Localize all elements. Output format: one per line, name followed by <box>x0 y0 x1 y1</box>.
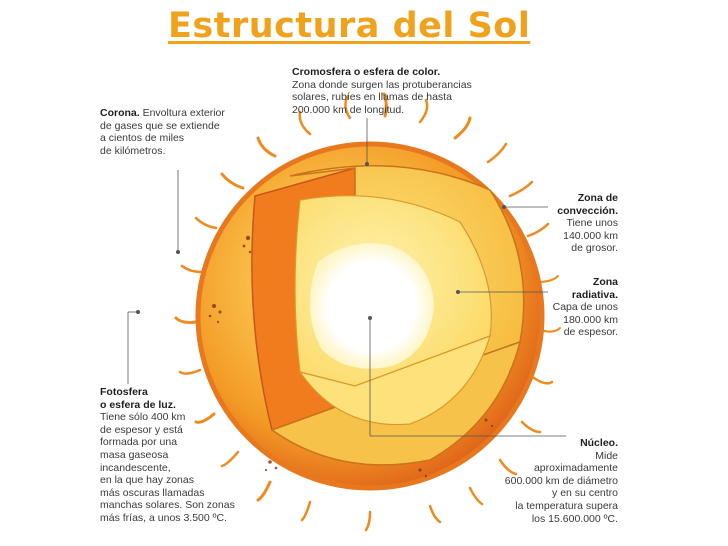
leader-lines <box>127 118 566 437</box>
nucleo-line: 600.000 km de diámetro <box>504 474 618 487</box>
corona-line: a cientos de miles <box>100 132 185 145</box>
conveccion-line: 140.000 km <box>563 229 618 242</box>
fotosfera-line: más frías, a unos 3.500 ºC. <box>100 511 227 524</box>
fotosfera-heading: o esfera de luz. <box>100 398 176 411</box>
nucleo-line: la temperatura supera <box>515 499 618 512</box>
cromosfera-heading: Cromosfera o esfera de color. <box>292 66 441 78</box>
fotosfera-line: más oscuras llamadas <box>100 486 205 499</box>
radiativa-line: 180.000 km <box>563 313 618 326</box>
cromosfera-line: 200.000 km de longitud. <box>292 103 405 116</box>
conveccion-heading: convección. <box>557 204 618 217</box>
nucleo-heading: Núcleo. <box>580 437 618 449</box>
conveccion-line: de grosor. <box>571 242 618 255</box>
label-radiativa: Zona radiativa. Capa de unos 180.000 km … <box>553 276 618 339</box>
fotosfera-line: manchas solares. Son zonas <box>100 499 235 512</box>
corona-line: de gases que se extiende <box>100 119 220 132</box>
label-fotosfera: Fotosfera o esfera de luz. Tiene sólo 40… <box>100 386 235 525</box>
radiativa-heading: Zona <box>592 276 618 288</box>
page-title: Estructura del Sol <box>168 6 531 46</box>
conveccion-heading: Zona de <box>577 192 618 204</box>
cromosfera-line: solares, rubíes en llamas de hasta <box>292 91 452 104</box>
fotosfera-line: Tiene sólo 400 km <box>100 411 186 424</box>
nucleo-line: los 15.600.000 ºC. <box>531 512 618 525</box>
cromosfera-line: Zona donde surgen las protuberancias <box>292 78 472 91</box>
radiativa-line: de espesor. <box>563 326 618 339</box>
fotosfera-line: masa gaseosa <box>100 448 169 461</box>
radiativa-line: Capa de unos <box>552 301 618 314</box>
nucleo-line: aproximadamente <box>533 462 618 475</box>
corona-flares <box>174 92 561 532</box>
fotosfera-line: formada por una <box>100 436 178 449</box>
corona-heading: Corona. <box>100 107 140 119</box>
fotosfera-line: incandescente, <box>100 461 171 474</box>
corona-line: de kilómetros. <box>100 144 166 157</box>
radiativa-heading: radiativa. <box>571 288 618 301</box>
label-cromosfera: Cromosfera o esfera de color. Zona donde… <box>292 66 472 116</box>
label-conveccion: Zona de convección. Tiene unos 140.000 k… <box>557 192 618 255</box>
fotosfera-line: de espesor y está <box>100 423 183 436</box>
nucleo-line: y en su centro <box>552 487 618 500</box>
sun-core <box>309 243 434 369</box>
fotosfera-heading: Fotosfera <box>100 386 148 398</box>
corona-line: Envoltura exterior <box>142 107 225 119</box>
nucleo-line: Mide <box>595 449 618 462</box>
label-nucleo: Núcleo. Mide aproximadamente 600.000 km … <box>505 437 618 525</box>
conveccion-line: Tiene unos <box>566 217 618 230</box>
fotosfera-line: en la que hay zonas <box>100 474 194 487</box>
label-corona: Corona. Envoltura exterior de gases que … <box>100 107 225 157</box>
